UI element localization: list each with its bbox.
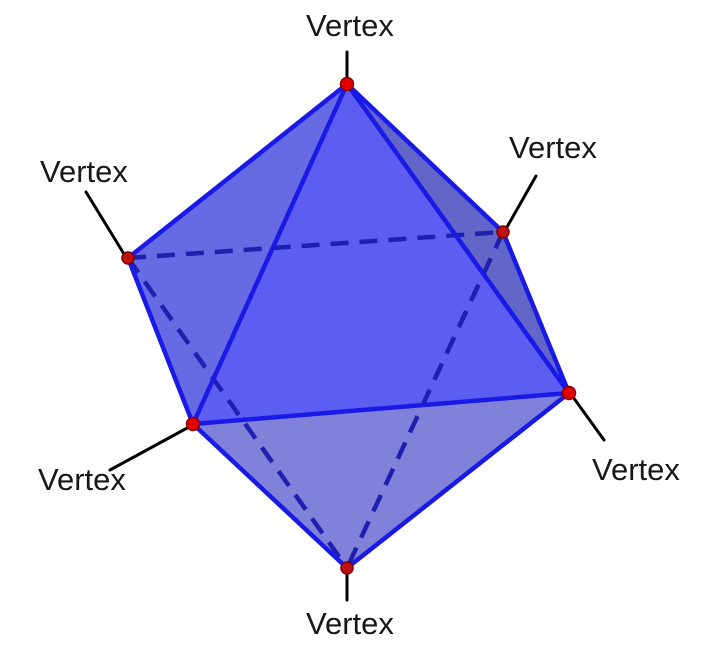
leader-line-vertex-bottom-left bbox=[108, 425, 191, 472]
face-front-main bbox=[193, 84, 569, 424]
vertex-label-top: Vertex bbox=[306, 8, 394, 43]
vertex-marker-left[interactable] bbox=[121, 251, 135, 265]
vertex-label-upper-right: Vertex bbox=[509, 130, 597, 165]
vertex-markers bbox=[121, 76, 577, 575]
edge-left-bottom-dashed bbox=[126, 256, 349, 570]
visible-edges bbox=[125, 81, 572, 571]
edge-top-left bbox=[125, 81, 350, 261]
edge-bottom-right bbox=[344, 390, 572, 571]
edge-upperright-bottom-dashed bbox=[344, 231, 506, 569]
leader-line-vertex-upper-right bbox=[505, 174, 538, 229]
edge-bottomleft-right bbox=[190, 390, 572, 427]
vertex-marker-upper-right[interactable] bbox=[496, 225, 510, 239]
edge-upperright-right bbox=[500, 229, 572, 396]
leader-lines bbox=[84, 50, 606, 602]
vertex-marker-bottom[interactable] bbox=[340, 561, 354, 575]
vertex-label-bottom-left: Vertex bbox=[38, 462, 126, 497]
edge-bottomleft-bottom bbox=[190, 421, 350, 571]
edge-top-upperright bbox=[344, 81, 506, 235]
leader-line-vertex-right bbox=[571, 395, 606, 442]
vertex-marker-right[interactable] bbox=[561, 385, 577, 401]
edge-top-right bbox=[344, 81, 572, 396]
vertex-marker-bottom-left[interactable] bbox=[185, 416, 201, 432]
vertex-label-left: Vertex bbox=[40, 154, 128, 189]
edge-left-upperright-dashed bbox=[127, 229, 504, 261]
vertex-label-bottom: Vertex bbox=[306, 606, 394, 641]
edge-left-bottomleft bbox=[125, 255, 196, 427]
vertex-label-right: Vertex bbox=[592, 452, 680, 487]
hidden-edges bbox=[126, 229, 506, 570]
leader-line-vertex-left bbox=[84, 190, 126, 256]
edge-top-bottomleft bbox=[190, 81, 350, 427]
face-bottom-light bbox=[193, 393, 569, 568]
vertex-marker-top[interactable] bbox=[339, 76, 355, 92]
polyhedron-faces bbox=[128, 84, 569, 568]
